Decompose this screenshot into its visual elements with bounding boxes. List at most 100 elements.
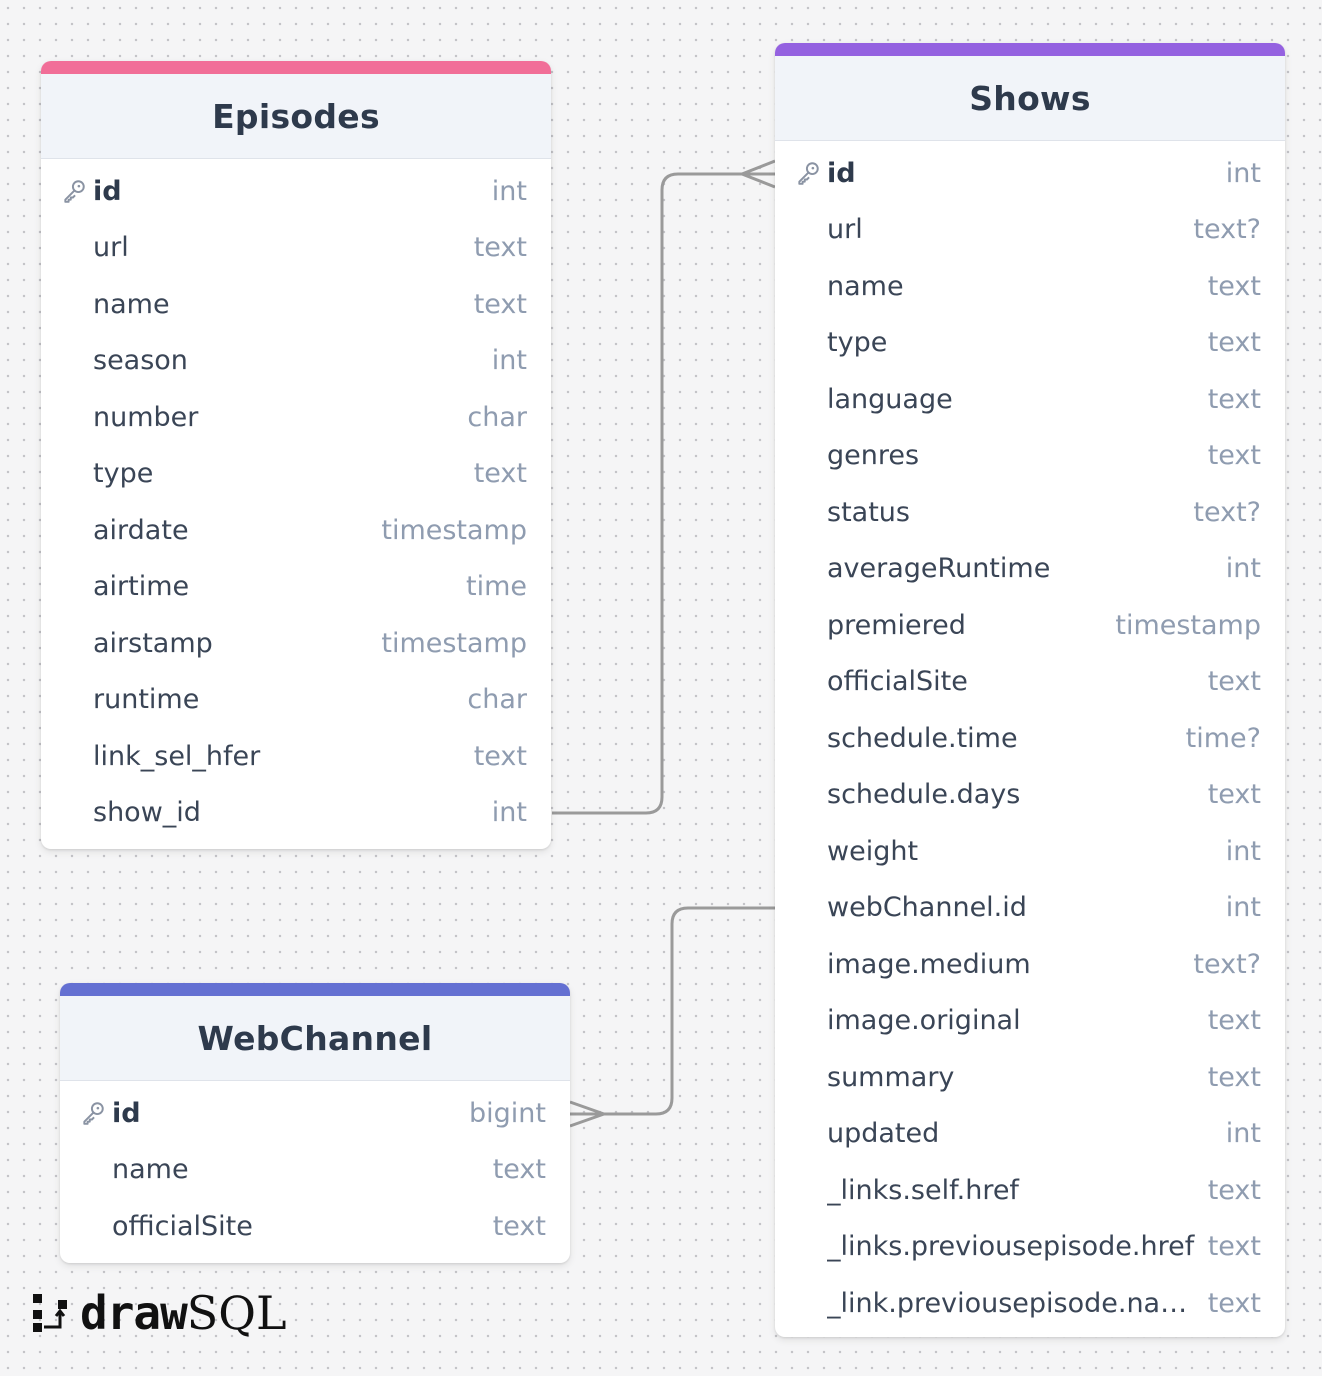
column-type: timestamp — [381, 514, 527, 546]
column-type: text — [1207, 383, 1261, 415]
column-name: id — [827, 157, 856, 189]
table-accent-bar — [775, 43, 1285, 56]
drawsql-logo[interactable]: draw SQL — [30, 1286, 287, 1340]
column-row-url[interactable]: url text — [41, 220, 551, 277]
drawsql-logo-icon — [33, 1294, 67, 1332]
column-type: text — [473, 288, 527, 320]
column-row-type[interactable]: type text — [41, 446, 551, 503]
column-type: text — [492, 1210, 546, 1242]
column-row-name[interactable]: name text — [60, 1142, 570, 1199]
column-type: text — [1207, 1231, 1261, 1263]
column-type: char — [467, 684, 527, 716]
column-name: weight — [827, 835, 919, 867]
column-row-id[interactable]: id int — [775, 145, 1285, 202]
column-type: text? — [1193, 214, 1261, 246]
primary-key-icon — [61, 178, 87, 204]
column-name: webChannel.id — [827, 892, 1027, 924]
column-name: type — [93, 458, 154, 490]
relation-shows-webchannel[interactable] — [570, 906, 775, 1116]
column-row-runtime[interactable]: runtime char — [41, 672, 551, 729]
column-type: text — [492, 1154, 546, 1186]
column-type: int — [491, 797, 527, 829]
column-name: url — [93, 232, 129, 264]
column-type: text? — [1193, 496, 1261, 528]
column-name: officialSite — [827, 666, 968, 698]
column-type: timestamp — [381, 627, 527, 659]
column-type: text — [1207, 666, 1261, 698]
column-name: airtime — [93, 571, 190, 603]
column-row-officialsite[interactable]: officialSite text — [775, 654, 1285, 711]
logo-word-sql: SQL — [186, 1286, 287, 1340]
column-name: _links.self.href — [827, 1174, 1019, 1206]
column-type: int — [1225, 157, 1261, 189]
table-accent-bar — [60, 983, 570, 996]
column-name: name — [93, 288, 170, 320]
column-row-airtime[interactable]: airtime time — [41, 559, 551, 616]
column-row-name[interactable]: name text — [41, 276, 551, 333]
column-type: text — [473, 232, 527, 264]
column-name: type — [827, 327, 888, 359]
table-accent-bar — [41, 61, 551, 74]
column-name: number — [93, 401, 199, 433]
column-name: runtime — [93, 684, 200, 716]
column-name: link_sel_hfer — [93, 740, 261, 772]
column-name: image.medium — [827, 948, 1031, 980]
column-type: text — [1207, 1061, 1261, 1093]
table-header[interactable]: Episodes — [41, 74, 551, 159]
column-name: averageRuntime — [827, 553, 1051, 585]
primary-key-icon — [795, 160, 821, 186]
column-row-links-previousepisode-href[interactable]: _links.previousepisode.href text — [775, 1219, 1285, 1276]
column-row-webchannel-id[interactable]: webChannel.id int — [775, 880, 1285, 937]
column-type: int — [491, 175, 527, 207]
column-type: time — [465, 571, 527, 603]
column-row-officialsite[interactable]: officialSite text — [60, 1198, 570, 1255]
crowfoot-webchannel-id — [569, 1100, 605, 1128]
table-header[interactable]: WebChannel — [60, 996, 570, 1081]
column-type: text — [1207, 1287, 1261, 1319]
column-type: bigint — [469, 1097, 546, 1129]
column-name: schedule.days — [827, 779, 1021, 811]
column-type: timestamp — [1115, 609, 1261, 641]
column-type: text — [1207, 1005, 1261, 1037]
column-name: name — [112, 1154, 189, 1186]
column-row-schedule-days[interactable]: schedule.days text — [775, 767, 1285, 824]
column-row-image-original[interactable]: image.original text — [775, 993, 1285, 1050]
column-name: _links.previousepisode.href — [827, 1231, 1195, 1263]
column-name: image.original — [827, 1005, 1021, 1037]
table-header[interactable]: Shows — [775, 56, 1285, 141]
column-type: int — [1225, 892, 1261, 924]
column-name: officialSite — [112, 1210, 253, 1242]
primary-key-icon — [80, 1100, 106, 1126]
relation-episodes-shows[interactable] — [552, 172, 775, 815]
column-type: text — [1207, 779, 1261, 811]
column-type: text — [473, 458, 527, 490]
